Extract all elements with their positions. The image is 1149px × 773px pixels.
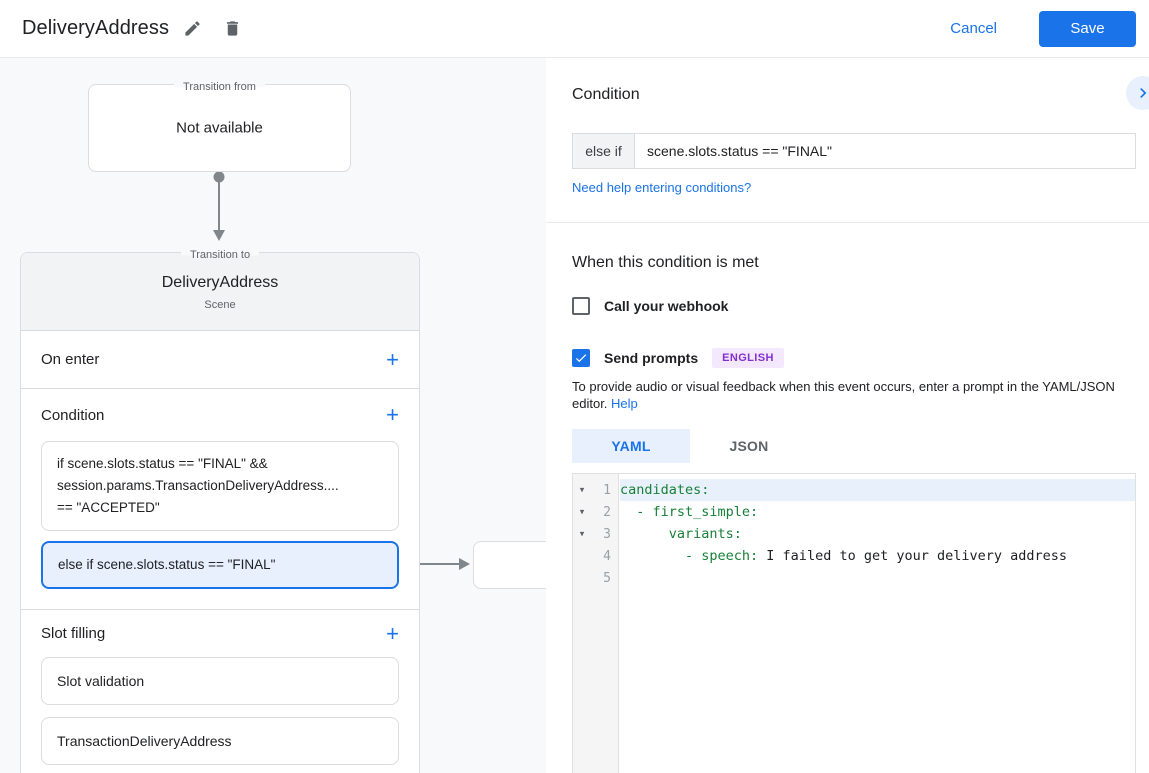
pencil-icon xyxy=(184,21,200,36)
help-link[interactable]: Help xyxy=(611,396,638,411)
scene-header: DeliveryAddress Scene xyxy=(21,253,419,331)
send-prompts-checkbox[interactable] xyxy=(572,349,590,367)
slot-filling-section: Slot filling + Slot validation Transacti… xyxy=(21,610,419,765)
transition-target-node[interactable] xyxy=(473,541,546,589)
code-line: ▾1 candidates: xyxy=(573,479,1135,501)
language-badge: ENGLISH xyxy=(712,348,784,368)
slot-filling-title: Slot filling xyxy=(41,625,106,642)
fold-toggle-icon[interactable]: ▾ xyxy=(579,528,585,539)
delete-scene-button[interactable] xyxy=(215,12,249,46)
condition-section: Condition + if scene.slots.status == "FI… xyxy=(21,389,419,610)
arrowhead-down xyxy=(213,230,225,241)
webhook-label: Call your webhook xyxy=(604,298,729,314)
condition-help-link[interactable]: Need help entering conditions? xyxy=(572,180,752,195)
webhook-row: Call your webhook xyxy=(572,297,728,315)
plus-icon[interactable]: + xyxy=(386,346,399,372)
save-button[interactable]: Save xyxy=(1039,10,1136,47)
condition-prefix-label: else if xyxy=(573,134,635,168)
scene-node: Transition to DeliveryAddress Scene On e… xyxy=(20,248,420,773)
transition-from-node[interactable]: Transition from Not available xyxy=(88,80,351,172)
page-title: DeliveryAddress xyxy=(22,17,170,39)
flow-canvas: Transition from Not available Transition… xyxy=(0,58,546,773)
send-prompts-row: Send prompts ENGLISH xyxy=(572,348,784,368)
code-line: ▾2 - first_simple: xyxy=(573,501,1135,523)
cancel-button[interactable]: Cancel xyxy=(950,20,997,37)
editor-tabs: YAML JSON xyxy=(572,429,808,463)
fold-toggle-icon[interactable]: ▾ xyxy=(579,484,585,495)
webhook-checkbox[interactable] xyxy=(572,297,590,315)
condition-expression-row: else if xyxy=(572,133,1136,169)
top-bar: DeliveryAddress Cancel Save xyxy=(0,0,1149,58)
yaml-editor[interactable]: ▾1 candidates: ▾2 - first_simple: ▾3 var… xyxy=(572,473,1136,773)
panel-title: Condition xyxy=(572,86,640,103)
plus-icon[interactable]: + xyxy=(386,402,399,427)
scene-name: DeliveryAddress xyxy=(161,274,279,291)
chevron-right-icon xyxy=(1140,88,1147,98)
code-line: 5 xyxy=(603,570,611,586)
condition-input[interactable] xyxy=(635,134,1135,168)
condition-item-if[interactable]: if scene.slots.status == "FINAL" && sess… xyxy=(41,441,399,531)
condition-section-title: Condition xyxy=(41,406,105,424)
condition-item-elseif[interactable]: else if scene.slots.status == "FINAL" xyxy=(41,541,399,589)
slot-item-validation[interactable]: Slot validation xyxy=(41,657,399,705)
scene-type-label: Scene xyxy=(204,299,236,311)
code-line: 4 - speech: I failed to get your deliver… xyxy=(603,548,1068,564)
edit-scene-button[interactable] xyxy=(175,12,209,46)
when-condition-title: When this condition is met xyxy=(572,254,759,271)
transition-from-value: Not available xyxy=(176,119,263,137)
tab-json[interactable]: JSON xyxy=(729,438,769,454)
fold-toggle-icon[interactable]: ▾ xyxy=(579,506,585,517)
plus-icon[interactable]: + xyxy=(386,620,399,646)
arrowhead-right xyxy=(459,558,470,570)
code-line: ▾3 variants: xyxy=(573,523,1135,545)
checkmark-icon xyxy=(575,354,587,363)
condition-detail-panel: Condition else if Need help entering con… xyxy=(546,58,1149,773)
send-prompts-label: Send prompts xyxy=(604,350,699,366)
panel-divider xyxy=(546,222,1149,223)
editor-gutter xyxy=(573,474,619,773)
trash-icon xyxy=(226,21,238,36)
on-enter-title: On enter xyxy=(41,351,100,368)
slot-item-transaction[interactable]: TransactionDeliveryAddress xyxy=(41,717,399,765)
on-enter-section: On enter + xyxy=(21,331,419,389)
prompts-description: To provide audio or visual feedback when… xyxy=(572,379,1115,411)
collapse-panel-button[interactable] xyxy=(1126,76,1149,110)
tab-yaml[interactable]: YAML xyxy=(572,429,690,463)
